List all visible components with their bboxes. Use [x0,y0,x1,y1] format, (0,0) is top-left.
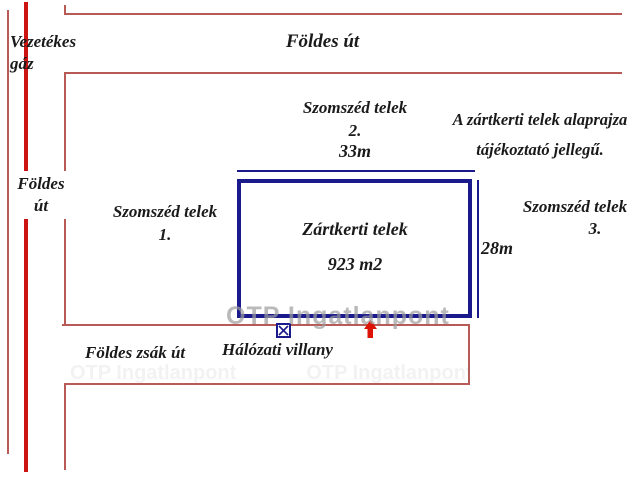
up-arrow-glyph [364,320,377,338]
utility-label: Hálózati villany [222,340,333,359]
disclaimer-line1: A zártkerti telek alaprajza [452,110,628,129]
height-dimension-label: 28m [481,238,514,258]
top-road-corner-stub-line [64,5,66,14]
left-road-outer-edge-line [7,10,9,454]
top-road-lower-edge-line [64,72,622,74]
watermark-faint-row: OTP Ingatlanpont OTP Ingatlanpont [70,362,470,385]
watermark-faint-1: OTP Ingatlanpont [70,362,237,384]
disclaimer-note: A zártkerti telek alaprajza tájékoztató … [430,105,640,165]
electric-network-icon [276,323,291,338]
dead-end-road-top-edge-line [62,324,469,326]
width-dimension-line [237,170,475,172]
dead-end-road-right-edge-line [468,324,470,385]
gas-label-line2: gáz [10,54,34,73]
dead-end-road-bottom-edge-line [64,383,469,385]
height-dimension-line [477,180,479,318]
gas-label-line1: Vezetékes [10,32,77,51]
plot-area-label: 923 m2 [327,254,383,274]
top-road-upper-edge-line [64,13,622,15]
left-road-label: Földes út [12,171,70,219]
top-road-label: Földes út [285,31,360,52]
neighbor-2-line1: Szomszéd telek [302,98,408,117]
plot-name-label: Zártkerti telek [302,219,408,239]
left-road-line1: Földes [17,174,65,193]
watermark-faint-2: OTP Ingatlanpont [306,362,470,384]
neighbor-1-line2: 1. [158,225,172,244]
disclaimer-line2: tájékoztató jellegű. [476,140,604,159]
width-dimension-label: 33m [338,141,371,161]
neighbor-1-label: Szomszéd telek 1. [95,200,235,246]
neighbor-2-line2: 2. [348,121,362,140]
watermark-text: OTP Ingatlanpont [226,302,450,330]
bottom-road-label: Földes zsák út [85,343,186,362]
up-arrow-icon [362,320,378,339]
boxed-x-icon [276,323,291,338]
neighbor-3-line1: Szomszéd telek [522,197,628,216]
neighbor-2-label: Szomszéd telek 2. [280,96,430,142]
left-road-line2: út [33,196,49,215]
gas-label: Vezetékes gáz [10,31,76,75]
gas-pipeline-line [24,2,28,472]
neighbor-1-line1: Szomszéd telek [112,202,218,221]
plot-boundary-rectangle [237,179,472,318]
left-road-inner-lower-edge-line [64,383,66,470]
neighbor-3-line2: 3. [588,219,602,238]
